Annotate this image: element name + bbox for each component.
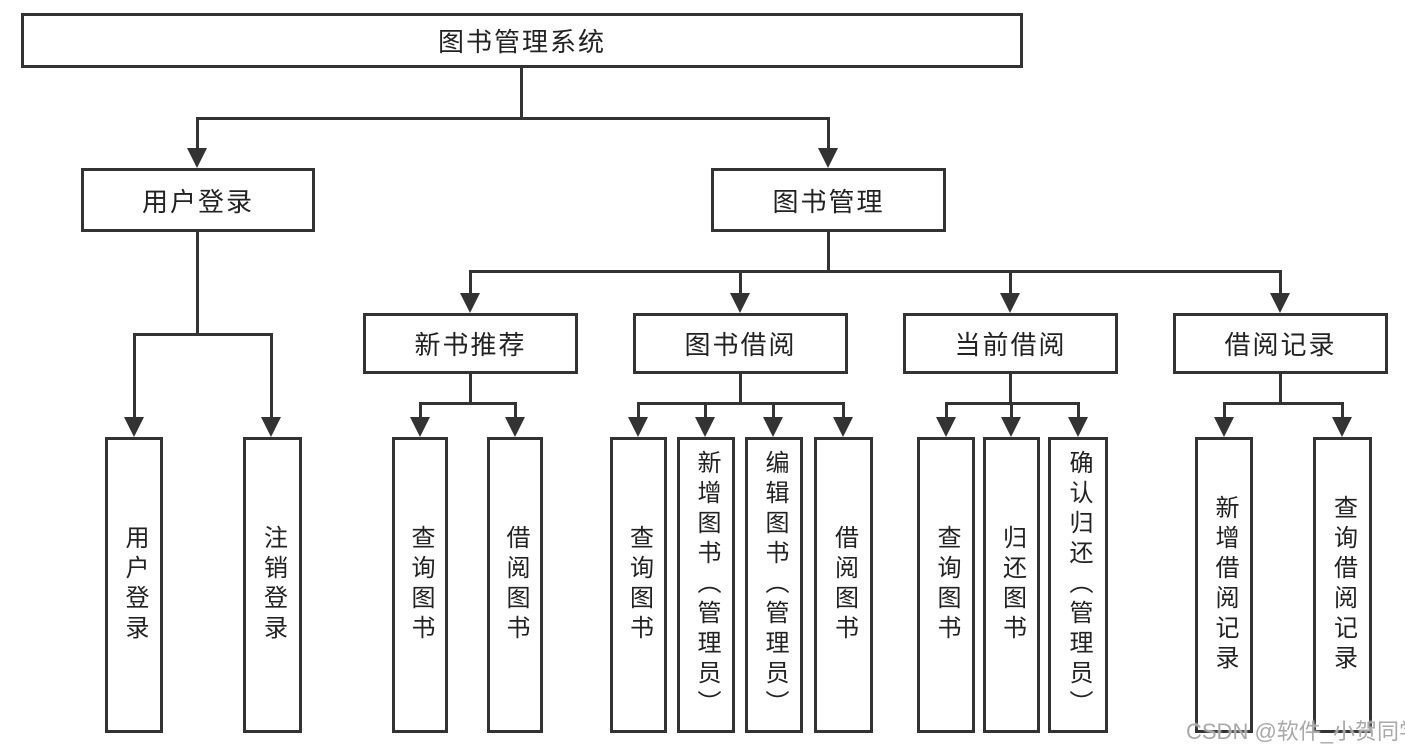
connector-line bbox=[469, 374, 472, 405]
leaf-query-books-borrow: 查询图书 bbox=[610, 437, 667, 733]
arrow-down-icon bbox=[1068, 417, 1088, 437]
arrow-down-icon bbox=[1270, 293, 1290, 313]
arrow-down-icon bbox=[763, 417, 783, 437]
connector-line bbox=[270, 333, 273, 419]
arrow-down-icon bbox=[818, 148, 838, 168]
node-book-management: 图书管理 bbox=[711, 168, 946, 232]
arrow-down-icon bbox=[187, 148, 207, 168]
connector-line bbox=[945, 402, 948, 419]
arrow-down-icon bbox=[628, 417, 648, 437]
connector-line bbox=[1341, 402, 1344, 419]
connector-line bbox=[637, 402, 845, 405]
connector-line bbox=[827, 117, 830, 150]
arrow-down-icon bbox=[505, 417, 525, 437]
connector-line bbox=[469, 270, 472, 294]
leaf-label: 新增借阅记录 bbox=[1211, 495, 1238, 675]
node-current-borrow: 当前借阅 bbox=[903, 313, 1118, 374]
leaf-add-book-admin: 新增图书（管理员） bbox=[677, 437, 735, 733]
node-book-borrow: 图书借阅 bbox=[633, 313, 848, 374]
leaf-label: 查询图书 bbox=[407, 525, 434, 645]
leaf-confirm-return-admin: 确认归还（管理员） bbox=[1048, 437, 1108, 733]
node-borrow-records: 借阅记录 bbox=[1173, 313, 1388, 374]
leaf-label: 新增图书（管理员） bbox=[693, 450, 720, 720]
leaf-label: 借阅图书 bbox=[830, 525, 858, 645]
arrow-down-icon bbox=[1000, 293, 1020, 313]
connector-line bbox=[704, 402, 707, 419]
connector-line bbox=[1223, 402, 1226, 419]
connector-line bbox=[196, 232, 199, 336]
node-label: 借阅记录 bbox=[1224, 330, 1337, 360]
watermark: CSDN @软件_小贺同学 bbox=[1186, 719, 1405, 744]
leaf-label: 确认归还（管理员） bbox=[1065, 450, 1092, 720]
connector-line bbox=[469, 270, 1282, 273]
leaf-query-books-current: 查询图书 bbox=[917, 437, 975, 733]
arrow-down-icon bbox=[410, 417, 430, 437]
connector-line bbox=[1077, 402, 1080, 419]
leaf-label: 注销登录 bbox=[259, 525, 287, 645]
connector-line bbox=[1279, 270, 1282, 294]
connector-line bbox=[637, 402, 640, 419]
node-root: 图书管理系统 bbox=[21, 13, 1023, 68]
connector-line bbox=[739, 374, 742, 405]
arrow-down-icon bbox=[936, 417, 956, 437]
leaf-edit-book-admin: 编辑图书（管理员） bbox=[745, 437, 803, 733]
connector-line bbox=[827, 232, 830, 273]
node-label: 图书借阅 bbox=[684, 330, 797, 360]
connector-line bbox=[842, 402, 845, 419]
arrow-down-icon bbox=[730, 293, 750, 313]
leaf-label: 归还图书 bbox=[998, 525, 1026, 645]
leaf-add-borrow-record: 新增借阅记录 bbox=[1195, 437, 1253, 733]
leaf-label: 查询图书 bbox=[933, 525, 960, 645]
connector-line bbox=[520, 68, 523, 120]
leaf-borrow-books-borrow: 借阅图书 bbox=[814, 437, 873, 733]
connector-line bbox=[1010, 402, 1013, 419]
node-label: 图书管理 bbox=[772, 186, 885, 217]
arrow-down-icon bbox=[1332, 417, 1352, 437]
connector-line bbox=[133, 333, 136, 419]
node-label: 用户登录 bbox=[141, 186, 254, 217]
leaf-label: 查询借阅记录 bbox=[1329, 495, 1357, 675]
arrow-down-icon bbox=[460, 293, 480, 313]
arrow-down-icon bbox=[1214, 417, 1234, 437]
arrow-down-icon bbox=[1001, 417, 1021, 437]
connector-line bbox=[1279, 374, 1282, 405]
connector-line bbox=[419, 402, 422, 419]
connector-line bbox=[133, 333, 273, 336]
leaf-borrow-books-newbook: 借阅图书 bbox=[487, 437, 543, 733]
arrow-down-icon bbox=[124, 417, 144, 437]
connector-line bbox=[196, 117, 830, 120]
node-label: 当前借阅 bbox=[954, 330, 1067, 360]
arrow-down-icon bbox=[833, 417, 853, 437]
leaf-label: 查询图书 bbox=[625, 525, 653, 645]
connector-line bbox=[1009, 270, 1012, 294]
arrow-down-icon bbox=[695, 417, 715, 437]
leaf-return-book: 归还图书 bbox=[983, 437, 1040, 733]
node-label: 图书管理系统 bbox=[437, 27, 606, 57]
connector-line bbox=[196, 117, 199, 150]
node-user-login: 用户登录 bbox=[81, 168, 315, 232]
connector-line bbox=[1009, 374, 1012, 405]
connector-line bbox=[1223, 402, 1344, 405]
leaf-user-login: 用户登录 bbox=[105, 437, 163, 733]
leaf-label: 编辑图书（管理员） bbox=[761, 450, 788, 720]
connector-line bbox=[772, 402, 775, 419]
leaf-label: 用户登录 bbox=[121, 525, 148, 645]
leaf-query-borrow-record: 查询借阅记录 bbox=[1313, 437, 1372, 733]
node-new-book-recommend: 新书推荐 bbox=[363, 313, 578, 374]
connector-line bbox=[739, 270, 742, 294]
node-label: 新书推荐 bbox=[414, 330, 527, 360]
leaf-logout: 注销登录 bbox=[243, 437, 302, 733]
connector-line bbox=[514, 402, 517, 419]
arrow-down-icon bbox=[261, 417, 281, 437]
leaf-query-books-newbook: 查询图书 bbox=[392, 437, 448, 733]
connector-line bbox=[419, 402, 517, 405]
leaf-label: 借阅图书 bbox=[502, 525, 529, 645]
